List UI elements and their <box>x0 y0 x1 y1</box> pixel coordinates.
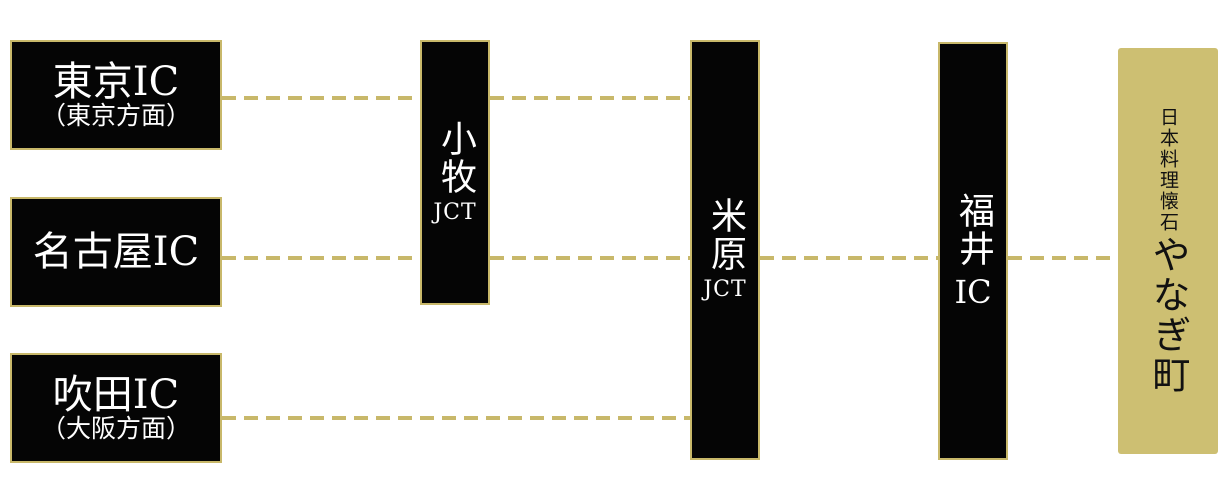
maibara-suffix: JCT <box>703 277 747 302</box>
fukui-ic: 福井 IC <box>938 42 1008 460</box>
fukui-name: 福井 <box>953 192 994 268</box>
destination-category: 日本料理懐石 <box>1157 107 1179 233</box>
origin-suita-ic: 吹田IC （大阪方面） <box>10 353 222 463</box>
maibara-jct: 米原 JCT <box>690 40 760 460</box>
destination-yanagimachi: 日本料理懐石 やなぎ町 <box>1118 48 1218 454</box>
maibara-name: 米原 <box>705 197 746 273</box>
origin-tokyo-ic: 東京IC （東京方面） <box>10 40 222 150</box>
destination-name: やなぎ町 <box>1146 235 1190 395</box>
fukui-suffix: IC <box>954 273 992 311</box>
origin-nagoya-ic: 名古屋IC <box>10 197 222 307</box>
origin-tokyo-label: 東京IC <box>52 59 180 105</box>
origin-suita-label: 吹田IC <box>52 372 180 418</box>
origin-suita-direction: （大阪方面） <box>40 414 191 443</box>
komaki-name: 小牧 <box>435 119 476 196</box>
komaki-suffix: JCT <box>433 199 477 225</box>
komaki-jct: 小牧 JCT <box>420 40 490 305</box>
origin-nagoya-label: 名古屋IC <box>32 229 200 275</box>
origin-tokyo-direction: （東京方面） <box>40 101 191 130</box>
